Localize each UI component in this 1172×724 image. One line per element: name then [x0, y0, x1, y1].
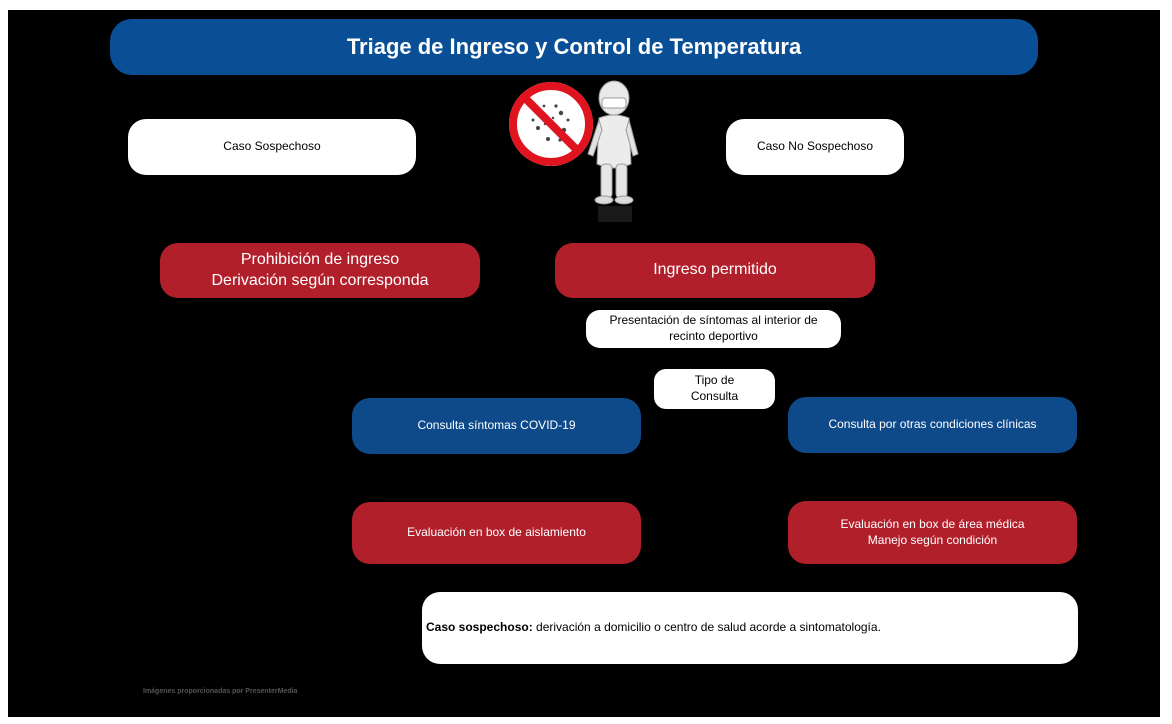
symptoms-line-1: Presentación de síntomas al interior de — [609, 313, 818, 328]
prohibition-line-1: Prohibición de ingreso — [240, 250, 400, 268]
note-text: derivación a domicilio o centro de salud… — [532, 620, 881, 635]
symptoms-presentation-box: Presentación de síntomas al interior de … — [586, 310, 841, 348]
covid-consult-box: Consulta síntomas COVID-19 — [352, 398, 641, 454]
medical-eval-box: Evaluación en box de área médica Manejo … — [788, 501, 1077, 564]
suspect-case-note: Caso sospechoso: derivación a domicilio … — [422, 592, 1078, 664]
symptoms-line-2: recinto deportivo — [669, 329, 758, 343]
consult-type-box: Tipo de Consulta — [654, 369, 775, 409]
medical-eval-line-1: Evaluación en box de área médica — [840, 516, 1025, 531]
image-credit: Imágenes proporcionadas por PresenterMed… — [143, 688, 298, 695]
non-suspect-case-box: Caso No Sospechoso — [726, 119, 904, 175]
masked-person-no-virus-icon — [509, 80, 639, 222]
prohibition-box: Prohibición de ingreso Derivación según … — [160, 243, 480, 298]
allowed-box: Ingreso permitido — [555, 243, 875, 298]
other-consult-box: Consulta por otras condiciones clínicas — [788, 397, 1077, 453]
medical-eval-line-2: Manejo según condición — [867, 532, 998, 547]
consult-type-line-1: Tipo de — [694, 373, 735, 388]
note-label: Caso sospechoso: — [426, 620, 533, 635]
isolation-eval-box: Evaluación en box de aislamiento — [352, 502, 641, 564]
diagram-title: Triage de Ingreso y Control de Temperatu… — [110, 19, 1038, 75]
prohibition-line-2: Derivación según corresponda — [211, 271, 429, 289]
no-virus-icon — [509, 82, 593, 166]
suspect-case-box: Caso Sospechoso — [128, 119, 416, 175]
masked-person-figure — [587, 80, 639, 222]
consult-type-line-2: Consulta — [690, 389, 739, 403]
